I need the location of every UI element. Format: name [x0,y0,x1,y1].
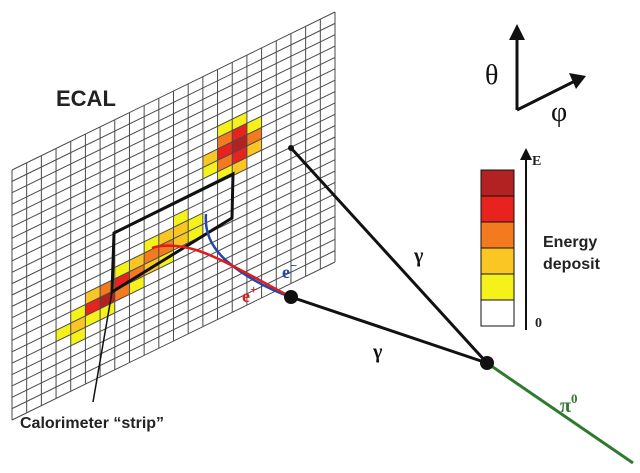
photon-label-upper: γ [413,245,424,267]
theta-arrowhead [509,24,525,40]
coordinate-axes [509,24,586,110]
electron-label: e− [282,258,297,282]
energy-deposit-label-line1: Energy [543,234,597,251]
photon-label-lower: γ [372,341,383,363]
ecal-grid [12,12,335,420]
positron-label: e+ [242,282,257,306]
energy-scale-box [481,300,514,326]
energy-scale-box [481,274,514,300]
conversion-vertex [284,290,298,304]
phi-label: φ [551,97,567,128]
energy-deposit-label-line2: deposit [543,256,601,273]
energy-scale-top-label: E [532,154,541,169]
pion-label: π0 [560,391,577,417]
energy-scale-bottom-label: 0 [535,316,542,331]
phi-arrowhead [569,73,586,89]
energy-scale-arrowhead [520,148,532,160]
energy-scale-box [481,222,514,248]
calorimeter-strip-label: Calorimeter “strip” [20,415,164,432]
pion-decay-vertex [480,356,494,370]
ecal-energy-cell [56,323,71,342]
energy-scale [481,170,514,326]
energy-scale-box [481,196,514,222]
ecal-label: ECAL [56,86,116,111]
photon-impact-point [288,145,294,151]
theta-label: θ [485,60,498,91]
energy-scale-box [481,248,514,274]
energy-scale-box [481,170,514,196]
